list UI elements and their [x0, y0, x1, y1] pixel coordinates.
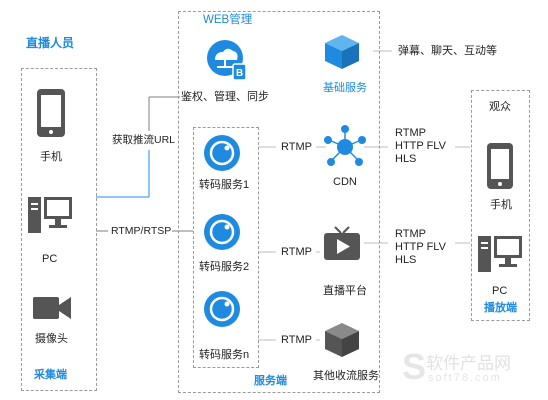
rtmp-label-2: RTMP [281, 246, 312, 258]
camera-icon [33, 297, 71, 319]
viewer-pc-icon [478, 236, 522, 272]
rtmp-label-3: RTMP [281, 334, 312, 346]
cdn-label: CDN [333, 176, 357, 188]
protocol-http-flv-2: HTTP FLV [395, 241, 446, 253]
cdn-network-icon [324, 125, 366, 166]
web-title: WEB管理 [203, 14, 253, 26]
svg-text:B: B [236, 68, 243, 79]
basic-service-label: 基础服务 [323, 82, 367, 94]
phone-icon [37, 89, 65, 137]
left-panel-box [21, 68, 97, 391]
left-panel-footer: 采集端 [34, 369, 67, 381]
other-service-cube-icon [325, 323, 359, 357]
protocols-block-1: RTMP HTTP FLV HLS [395, 127, 446, 166]
transcode-2-icon [204, 214, 240, 250]
left-device-phone-label: 手机 [40, 151, 62, 163]
protocol-hls-1: HLS [395, 153, 417, 165]
protocol-hls-2: HLS [395, 254, 417, 266]
transcode-n-icon [204, 291, 240, 327]
viewer-heading: 观众 [489, 101, 511, 113]
basic-service-desc: 弹幕、聊天、互动等 [398, 45, 497, 57]
left-device-pc-label: PC [42, 253, 58, 265]
viewer-pc-label: PC [492, 285, 508, 297]
web-caption: 鉴权、管理、同步 [181, 91, 269, 103]
rtmp-rtsp-label: RTMP/RTSP [111, 225, 172, 237]
left-device-camera-label: 摄像头 [35, 333, 68, 345]
watermark-text: 软件产品网 [426, 354, 511, 373]
transcode-1-icon [204, 135, 240, 171]
live-platform-tv-icon [324, 226, 360, 260]
pc-icon [28, 197, 72, 233]
transcode-2-label: 转码服务2 [199, 261, 250, 273]
rtmp-label-1: RTMP [281, 141, 312, 153]
live-platform-label: 直播平台 [323, 285, 367, 297]
svg-text:S: S [402, 347, 426, 387]
other-service-label: 其他收流服务 [313, 370, 379, 382]
viewer-panel-footer: 播放端 [484, 302, 517, 314]
viewer-phone-icon [487, 143, 513, 189]
viewer-panel-box [471, 90, 530, 321]
transcode-n-label: 转码服务n [199, 349, 250, 361]
transcode-group-box [193, 127, 259, 368]
viewer-phone-label: 手机 [490, 199, 512, 211]
left-panel-heading: 直播人员 [26, 36, 75, 50]
basic-service-cube-icon [325, 35, 359, 69]
get-push-url-label: 获取推流URL [112, 134, 176, 146]
protocols-block-2: RTMP HTTP FLV HLS [395, 228, 446, 267]
web-management-icon: B [207, 40, 247, 81]
watermark-url: soft78.com [428, 372, 502, 384]
server-panel-box [178, 11, 380, 393]
protocol-rtmp-2: RTMP [395, 228, 426, 240]
protocol-http-flv-1: HTTP FLV [395, 140, 446, 152]
transcode-1-label: 转码服务1 [199, 179, 250, 191]
watermark-s-logo: S [402, 347, 426, 387]
watermark: S 软件产品网 soft78.com [402, 347, 542, 393]
server-panel-footer: 服务端 [254, 375, 287, 387]
protocol-rtmp-1: RTMP [395, 127, 426, 139]
